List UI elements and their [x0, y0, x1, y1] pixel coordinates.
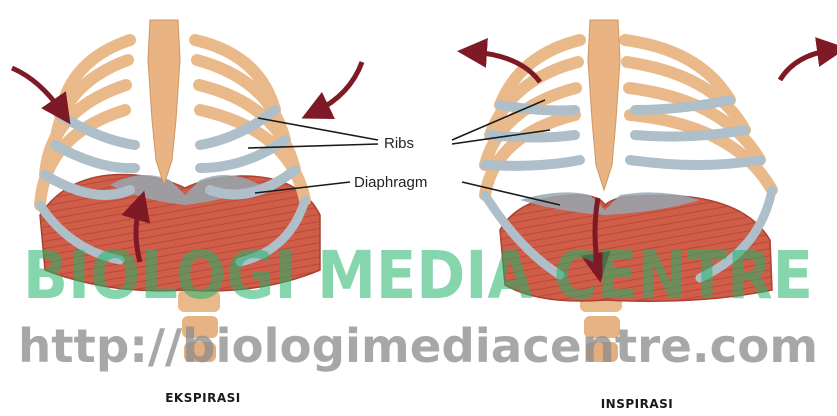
arrow-outward-right [780, 50, 832, 80]
diaphragm-label: Diaphragm [354, 174, 427, 191]
sternum-left [148, 20, 180, 185]
watermark-title: BIOLOGI MEDIA CENTRE [23, 237, 813, 314]
ribs-label: Ribs [384, 135, 414, 152]
arrow-inward-left [12, 68, 62, 112]
watermark-url: http://biologimediacentre.com [18, 319, 818, 373]
phase-label-inspiration: INSPIRASI [601, 397, 674, 411]
sternum-right [588, 20, 620, 190]
phase-label-expiration: EKSPIRASI [165, 391, 241, 405]
arrow-inward-right [315, 62, 362, 112]
